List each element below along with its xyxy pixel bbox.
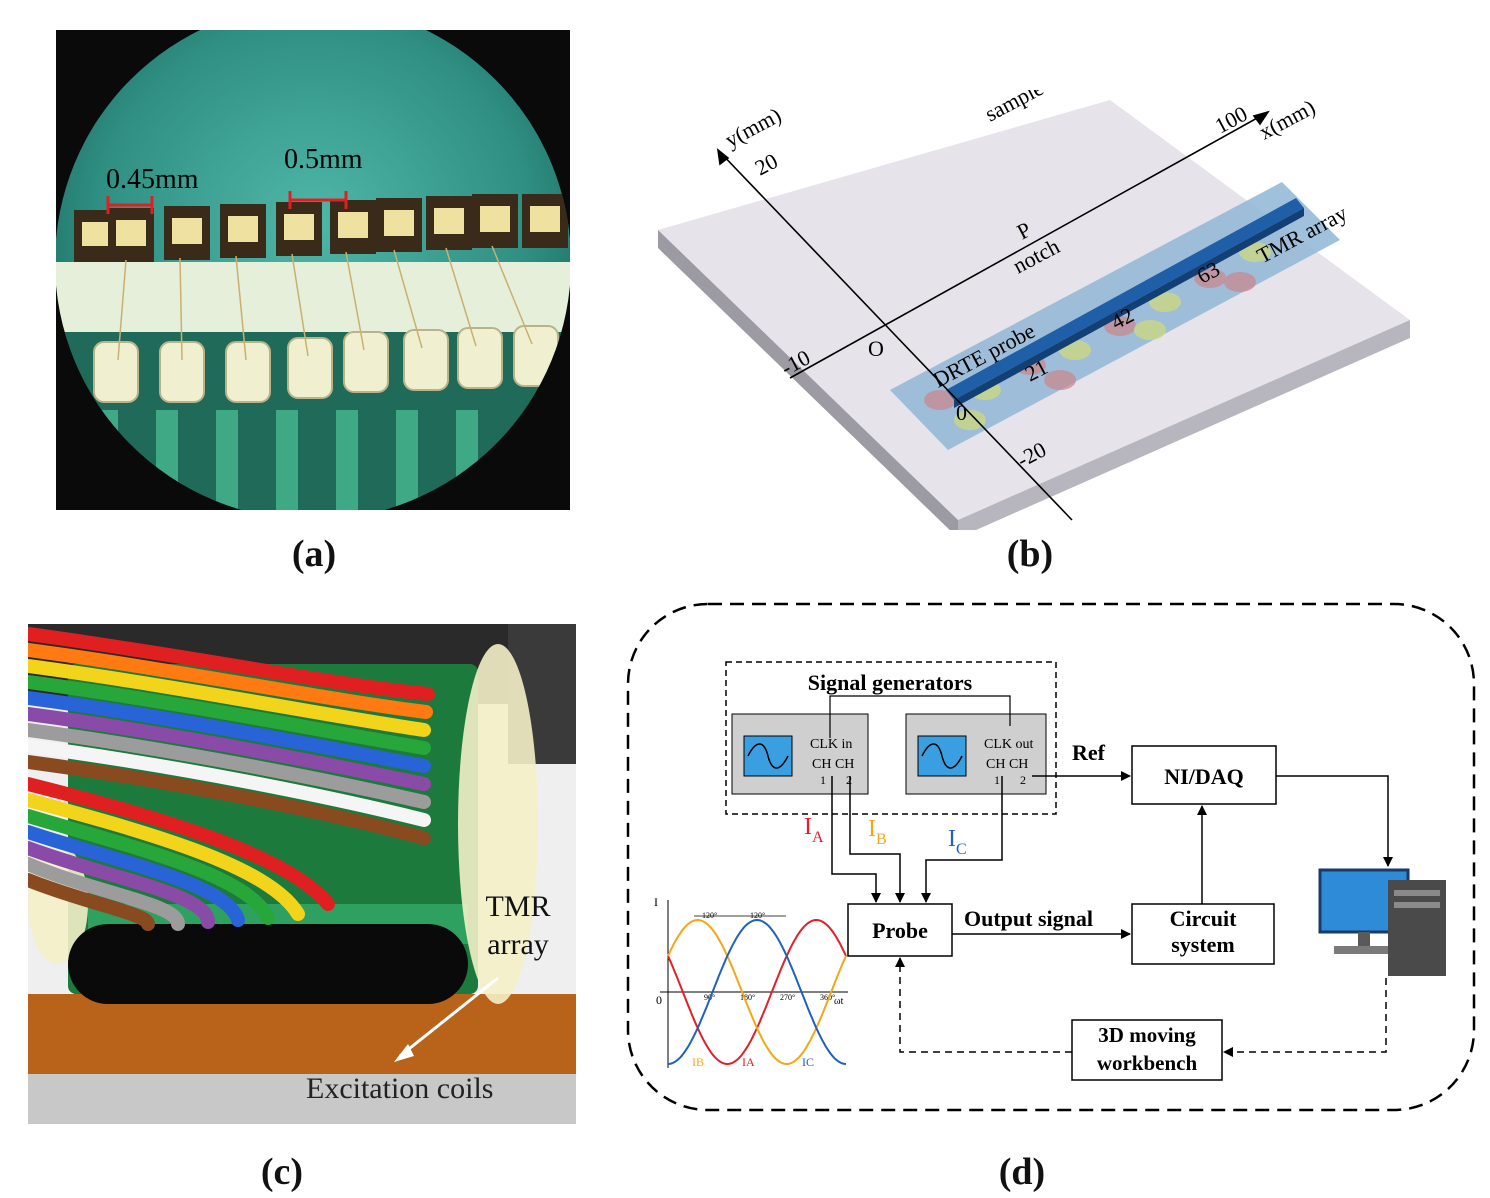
- workbench-label-line1: 3D moving: [1098, 1023, 1196, 1047]
- system-boundary: [626, 602, 1476, 1112]
- gen2-clk-out: CLK out: [984, 737, 1034, 752]
- tmr-label-line1: TMR: [485, 890, 550, 923]
- panel-a-microscope-photo: 0.45mm 0.5mm: [56, 30, 570, 520]
- y-axis-label: y(mm): [721, 102, 786, 152]
- panel-d-block-diagram: Signal generators CLK in CH CH 1 2 CLK o…: [620, 600, 1480, 1120]
- panel-c-probe-photo: TMR array Excitation coils: [21, 624, 576, 1124]
- svg-text:180°: 180°: [740, 993, 755, 1002]
- excitation-coils-label: Excitation coils: [306, 1072, 493, 1105]
- nidaq-box: [1131, 745, 1277, 805]
- svg-text:I: I: [654, 895, 658, 909]
- index-0-label: 0: [956, 400, 967, 425]
- tmr-label-line2: array: [487, 928, 549, 961]
- gen1-ch1: 1: [820, 773, 826, 787]
- panel-b-schematic: sample y(mm) x(mm) 20 100 P notch TMR ar…: [640, 75, 1430, 538]
- ia-label: IA: [804, 814, 824, 846]
- gen1-ch2: 2: [846, 773, 852, 787]
- nidaq-label: NI/DAQ: [1164, 764, 1243, 789]
- caption-c: (c): [260, 1151, 304, 1193]
- svg-text:360°: 360°: [820, 993, 835, 1002]
- excitation-coil-body: [68, 924, 468, 1004]
- svg-text:120°: 120°: [750, 911, 765, 920]
- workbench-label-line2: workbench: [1097, 1051, 1198, 1075]
- svg-text:270°: 270°: [780, 993, 795, 1002]
- signal-generators-label: Signal generators: [808, 670, 973, 695]
- signal-generators-group: [725, 661, 1057, 815]
- ic-label: IC: [948, 826, 967, 858]
- dim-05-label: 0.5mm: [284, 144, 363, 175]
- caption-a: (a): [291, 533, 337, 575]
- caption-d: (d): [998, 1151, 1046, 1193]
- y20-label: 20: [751, 148, 782, 180]
- gen1-ch: CH CH: [812, 757, 854, 772]
- probe-label: Probe: [872, 918, 928, 943]
- circuit-label-line1: Circuit: [1170, 906, 1237, 931]
- circuit-label-line2: system: [1171, 932, 1235, 957]
- dim-045-label: 0.45mm: [106, 164, 199, 195]
- svg-text:IB: IB: [692, 1055, 704, 1069]
- output-signal-label: Output signal: [964, 906, 1093, 931]
- probe-box: [847, 903, 953, 957]
- svg-text:0: 0: [656, 993, 662, 1007]
- svg-text:IC: IC: [802, 1055, 814, 1069]
- circuit-system-box: [1131, 903, 1275, 965]
- pcb-base: [28, 994, 576, 1074]
- gen2-ch: CH CH: [986, 757, 1028, 772]
- microscope-image: 0.45mm 0.5mm: [56, 30, 570, 520]
- ref-label: Ref: [1072, 740, 1106, 765]
- three-phase-waveform: I 0 90° 180° 270° 360° ωt 120° 120° IB I…: [654, 895, 848, 1069]
- svg-text:120°: 120°: [702, 911, 717, 920]
- computer-icon: [1318, 868, 1446, 976]
- svg-text:IA: IA: [742, 1055, 755, 1069]
- gen1-clk-in: CLK in: [810, 737, 852, 752]
- svg-text:ωt: ωt: [834, 996, 844, 1007]
- ib-label: IB: [868, 816, 887, 848]
- gen2-ch1: 1: [994, 773, 1000, 787]
- caption-b: (b): [1006, 533, 1054, 575]
- x-axis-label: x(mm): [1255, 94, 1320, 144]
- gen2-ch2: 2: [1020, 773, 1026, 787]
- origin-label: O: [868, 336, 884, 361]
- sample-plate: [658, 100, 1410, 520]
- x100-label: 100: [1211, 101, 1252, 139]
- drte-probe-bar: [946, 198, 1304, 400]
- workbench-box: [1071, 1019, 1223, 1081]
